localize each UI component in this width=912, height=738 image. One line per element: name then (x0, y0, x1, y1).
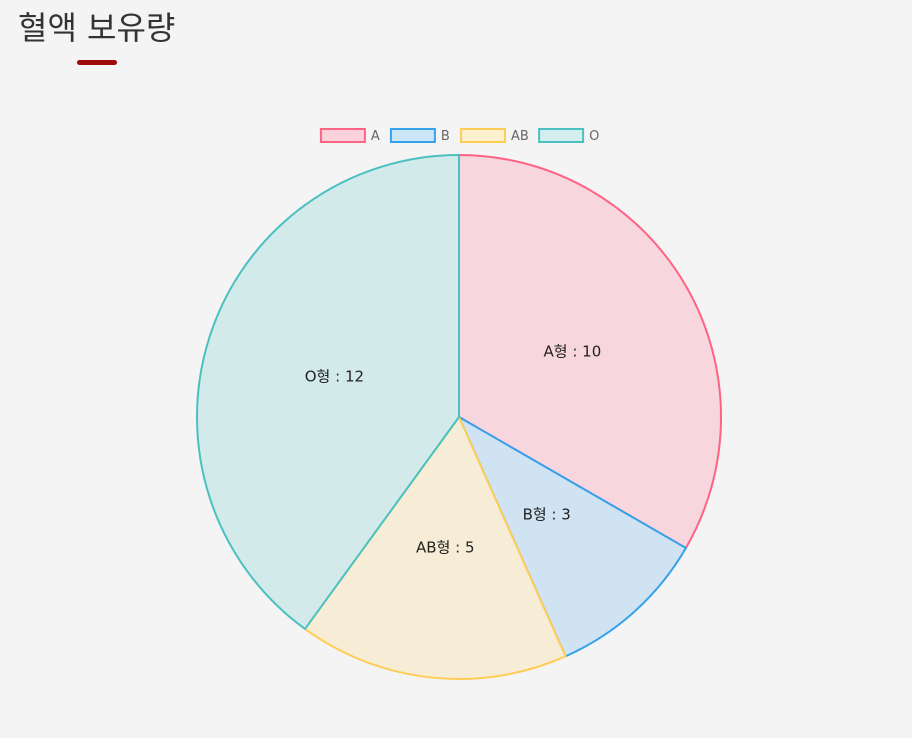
legend-item-a[interactable]: A (319, 128, 380, 144)
legend-swatch-a (319, 128, 366, 143)
legend-swatch-o (538, 128, 585, 143)
slice-label-ab: AB형 : 5 (416, 538, 475, 556)
legend-item-ab[interactable]: AB (460, 128, 529, 144)
legend-swatch-b (389, 128, 436, 143)
pie-slice-b[interactable] (458, 416, 687, 658)
slice-label-a: A형 : 10 (544, 343, 602, 361)
legend-label-b: B (441, 129, 450, 144)
legend-swatch-ab (460, 128, 506, 143)
legend-label-o: O (589, 129, 599, 144)
pie-slice-ab[interactable] (304, 416, 567, 680)
legend-label-ab: AB (511, 129, 529, 144)
slice-label-o: O형 : 12 (305, 368, 364, 386)
pie-slice-a[interactable] (458, 154, 722, 549)
slice-labels: A형 : 10 B형 : 3 AB형 : 5 O형 : 12 (305, 343, 602, 557)
legend-item-o[interactable]: O (538, 128, 599, 144)
pie-slices (196, 154, 722, 680)
title-underline (77, 60, 117, 65)
pie-slice-o[interactable] (196, 154, 460, 630)
legend-label-a: A (371, 129, 380, 144)
slice-label-b: B형 : 3 (523, 505, 571, 523)
page-title: 혈액 보유량 (18, 9, 176, 47)
legend-item-b[interactable]: B (389, 128, 450, 144)
